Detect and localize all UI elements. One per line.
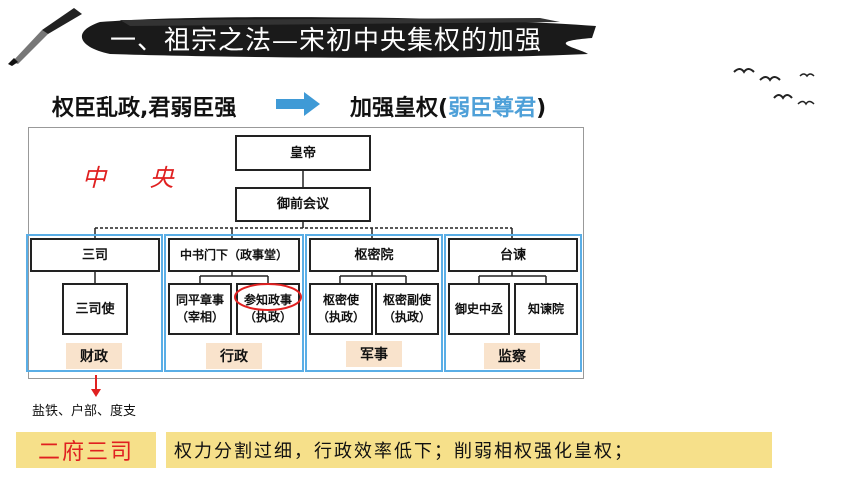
headline-solution-highlight: 弱臣尊君 — [448, 96, 536, 121]
council-box: 御前会议 — [235, 187, 371, 222]
zhongshu-head: 中书门下（政事堂） — [168, 238, 300, 272]
yushizhongcheng-box: 御史中丞 — [448, 283, 510, 335]
tongpingzhangshi-box: 同平章事 （宰相） — [168, 283, 232, 335]
highlight-circle — [233, 281, 303, 313]
function-administration: 行政 — [206, 343, 262, 369]
page-title: 一、祖宗之法—宋初中央集权的加强 — [110, 20, 542, 57]
shumiyuan-head: 枢密院 — [309, 238, 439, 272]
arrow-down-icon — [90, 375, 102, 397]
shumifushi-box: 枢密副使 （执政） — [375, 283, 439, 335]
summary-label: 二府三司 — [16, 432, 156, 468]
function-military: 军事 — [346, 341, 402, 367]
center-label: 中 央 — [82, 158, 192, 193]
brush-icon — [2, 4, 88, 66]
shumishi-box: 枢密使 （执政） — [309, 283, 373, 335]
arrow-right-icon — [276, 92, 320, 116]
headline-solution: 加强皇权(弱臣尊君) — [350, 90, 546, 122]
taijian-head: 台谏 — [448, 238, 578, 272]
emperor-box: 皇帝 — [235, 135, 371, 171]
sansi-subdivisions: 盐铁、户部、度支 — [32, 400, 136, 419]
summary-text: 权力分割过细，行政效率低下；削弱相权强化皇权； — [166, 432, 772, 468]
headline-problem: 权臣乱政,君弱臣强 — [52, 90, 236, 122]
function-finance: 财政 — [66, 343, 122, 369]
birds-icon — [730, 62, 830, 112]
sansi-head: 三司 — [30, 238, 160, 272]
sansishi-box: 三司使 — [62, 283, 128, 335]
zhijianyuan-box: 知谏院 — [514, 283, 578, 335]
headline-solution-prefix: 加强皇权( — [350, 96, 448, 121]
function-supervision: 监察 — [484, 343, 540, 369]
headline-solution-suffix: ) — [536, 96, 546, 121]
